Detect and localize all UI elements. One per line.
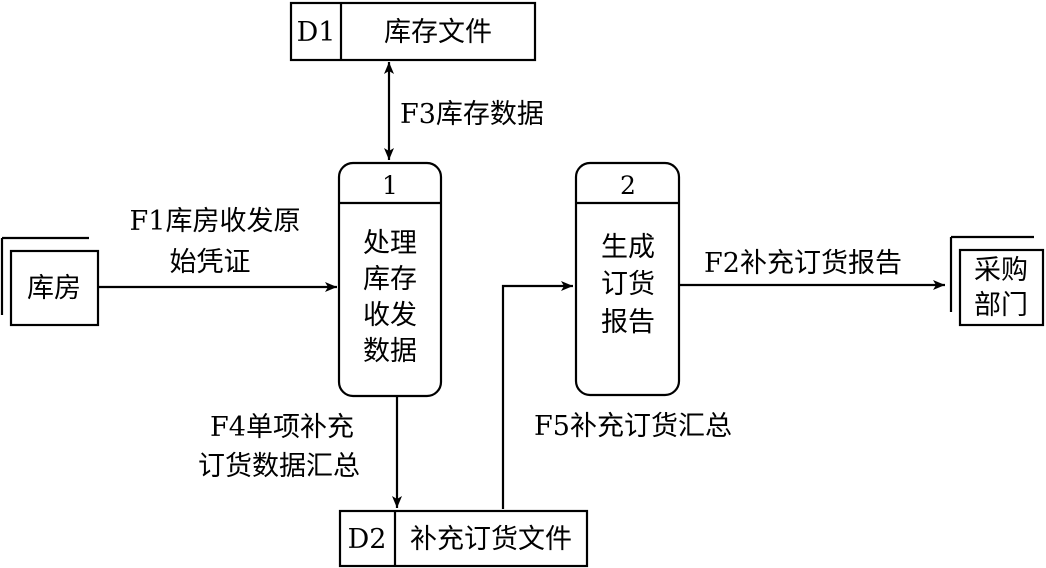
flow-f4-label-line: 订货数据汇总: [198, 451, 360, 482]
process-1-name-line: 收发: [363, 300, 417, 331]
process-1-name-line: 数据: [363, 336, 417, 367]
flow-f2-label: F2补充订货报告: [704, 248, 902, 279]
process-2-number: 2: [620, 171, 636, 200]
data-store-d1: D1 库存文件: [289, 1, 537, 62]
process-2-name-line: 订货: [601, 269, 655, 300]
flow-f5-label: F5补充订货汇总: [534, 411, 732, 442]
process-1-number: 1: [382, 171, 398, 200]
flow-f4-label-line: F4单项补充: [210, 412, 354, 443]
process-1-name-line: 处理: [363, 228, 417, 259]
external-entity-sink-name-line: 采购: [974, 255, 1028, 286]
process-2-name-line: 报告: [601, 307, 655, 338]
external-entity-source-name: 库房: [27, 273, 81, 304]
data-store-d1-name: 库存文件: [384, 17, 492, 48]
flow-f5-arrow: [501, 281, 573, 509]
external-entity-sink-name-line: 部门: [974, 290, 1028, 321]
flow-f1-label-line: 始凭证: [170, 247, 251, 278]
external-entity-source: 库房: [0, 236, 100, 327]
data-store-d2-name: 补充订货文件: [410, 524, 572, 555]
data-store-d2: D2 补充订货文件: [338, 509, 589, 568]
data-store-d1-id: D1: [297, 17, 336, 48]
flow-f3-label: F3库存数据: [400, 99, 544, 130]
external-entity-sink: 采购 部门: [949, 235, 1045, 327]
process-2-name-line: 生成: [601, 232, 655, 263]
data-store-d2-id: D2: [348, 524, 387, 555]
process-2: 2 生成 订货 报告: [574, 161, 681, 397]
process-1-name-line: 库存: [363, 264, 417, 295]
process-1: 1 处理 库存 收发 数据: [337, 161, 443, 398]
flow-f1-label-line: F1库房收发原: [130, 206, 301, 237]
